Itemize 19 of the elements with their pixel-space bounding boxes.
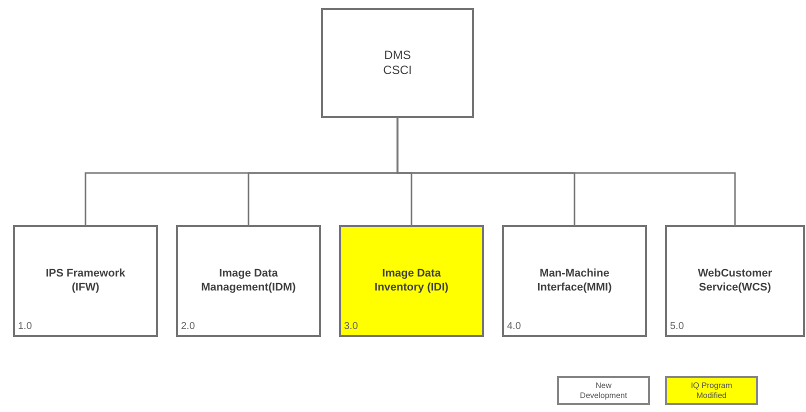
module-name: Image Data Inventory (IDI) <box>374 267 450 295</box>
module-box <box>502 225 647 337</box>
module-name: DMS CSCI <box>382 48 413 78</box>
module-number: 5.0 <box>670 321 684 332</box>
module-box <box>13 225 158 337</box>
legend-label: New Development <box>578 380 628 400</box>
module-name: Image Data Management(IDM) <box>200 267 297 295</box>
module-box <box>176 225 321 337</box>
module-box <box>665 225 805 337</box>
module-box <box>339 225 484 337</box>
module-name: WebCustomer Service(WCS) <box>696 267 774 295</box>
module-name: IPS Framework (IFW) <box>44 267 126 295</box>
legend-label: IQ Program Modified <box>690 380 734 400</box>
module-number: 2.0 <box>181 321 195 332</box>
module-number: 1.0 <box>18 321 32 332</box>
module-name: Man-Machine Interface(MMI) <box>536 267 613 295</box>
root-box <box>321 8 474 118</box>
module-number: 4.0 <box>507 321 521 332</box>
module-number: 3.0 <box>344 321 358 332</box>
